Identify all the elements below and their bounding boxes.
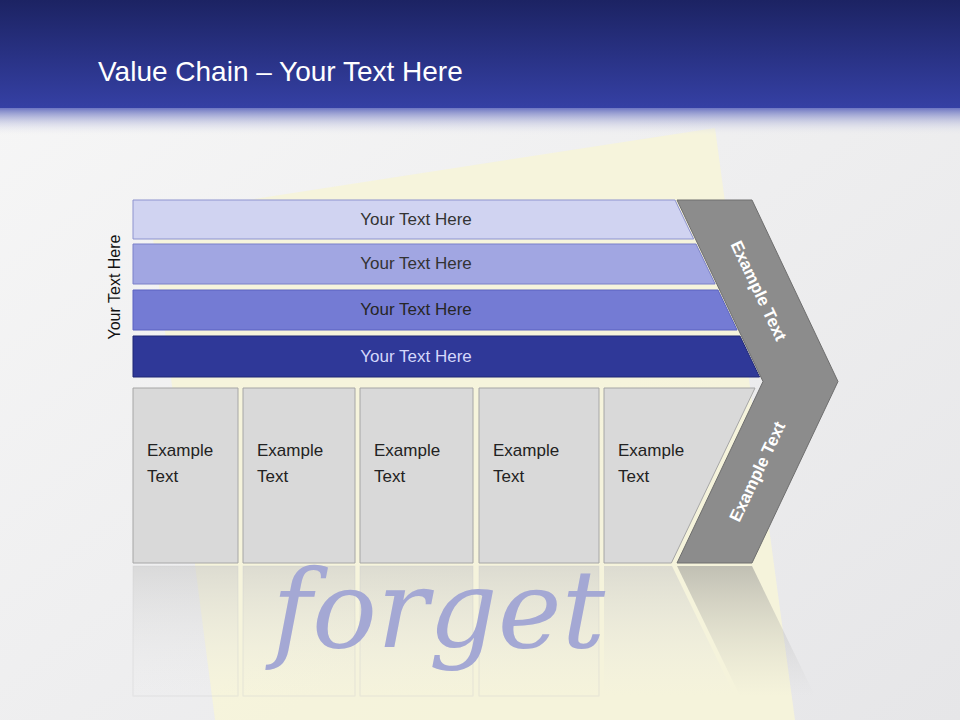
primary-activity-box: Example Text <box>133 388 238 563</box>
node-shape <box>677 200 838 563</box>
node-label: Your Text Here <box>133 200 699 230</box>
node-label: Example Text <box>257 438 337 490</box>
node-shape <box>133 336 760 377</box>
vertical-label: Your Text Here <box>106 235 124 340</box>
support-activity-band: Your Text Here <box>133 244 715 284</box>
primary-activity-box: Example Text <box>360 388 473 563</box>
node-label: Your Text Here <box>133 290 699 320</box>
support-activity-band: Your Text Here <box>133 290 737 330</box>
primary-activity-box: Example Text <box>479 388 599 563</box>
margin-chevron: Example TextExample Text <box>677 200 838 563</box>
node-label: Example Text <box>147 438 227 490</box>
box-reflection <box>133 566 238 696</box>
node-label: Example Text <box>618 438 698 490</box>
node-label: Example Text <box>374 438 454 490</box>
support-activity-band: Your Text Here <box>133 200 694 239</box>
header-bar <box>0 0 960 108</box>
node-shape <box>133 244 715 284</box>
watermark: forget <box>272 556 605 664</box>
node-outline <box>677 200 838 563</box>
node-label: Your Text Here <box>133 244 699 274</box>
node-label: Your Text Here <box>133 336 699 367</box>
primary-activity-box: Example Text <box>243 388 355 563</box>
node-label: Example Text <box>493 438 573 490</box>
support-activity-band: Your Text Here <box>133 336 760 377</box>
chevron-reflection <box>677 566 815 696</box>
node-shape <box>360 388 473 563</box>
node-shape <box>133 388 238 563</box>
node-shape <box>243 388 355 563</box>
slide-title: Value Chain – Your Text Here <box>98 56 463 88</box>
node-shape <box>479 388 599 563</box>
header-fade <box>0 108 960 136</box>
node-shape <box>133 290 737 330</box>
